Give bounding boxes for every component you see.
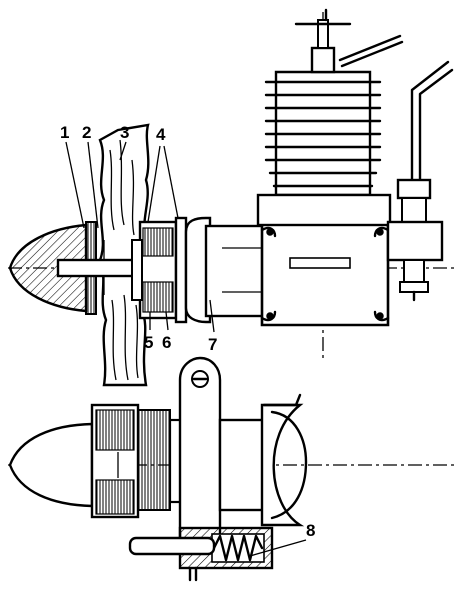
propeller-hub xyxy=(98,123,150,387)
callout-6: 6 xyxy=(162,333,171,352)
upper-view xyxy=(8,8,455,387)
callout-3: 3 xyxy=(120,123,129,142)
lower-crankcase xyxy=(218,393,308,527)
ratchet-assembly xyxy=(131,216,188,324)
compression-screw xyxy=(294,8,352,74)
crankcase-body xyxy=(260,195,390,327)
starter-lever xyxy=(178,356,222,542)
fuel-line xyxy=(338,34,404,68)
callout-5: 5 xyxy=(144,333,153,352)
leader-line-8 xyxy=(249,539,307,557)
leader-lines-upper xyxy=(65,141,215,333)
spring-housing xyxy=(128,526,274,582)
cylinder-fins xyxy=(256,70,392,227)
callout-labels: 1 2 3 4 5 6 7 8 xyxy=(60,123,315,540)
callout-4: 4 xyxy=(156,125,166,144)
callout-1: 1 xyxy=(60,123,69,142)
lower-hub xyxy=(90,403,184,519)
lower-spinner xyxy=(8,422,94,508)
callout-2: 2 xyxy=(82,123,91,142)
callout-7: 7 xyxy=(208,335,217,354)
callout-8: 8 xyxy=(306,521,315,540)
crankcase-front xyxy=(184,216,266,324)
lower-view xyxy=(8,356,455,582)
needle-valve xyxy=(386,60,454,302)
